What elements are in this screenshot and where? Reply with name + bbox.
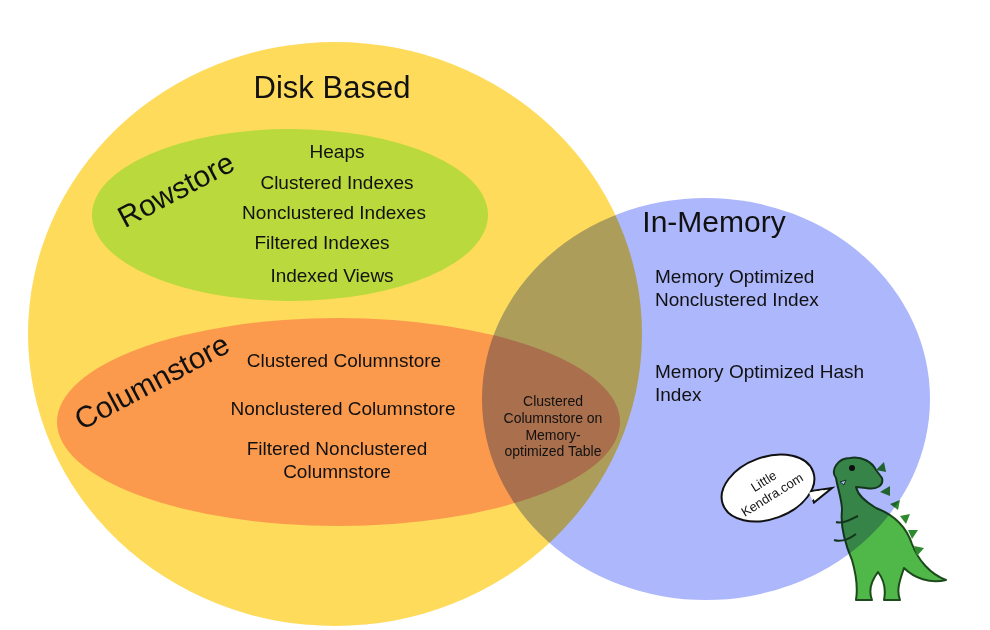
index-type-label: Nonclustered Indexes	[214, 202, 454, 225]
speech-bubble: Little Kendra.com	[718, 455, 818, 521]
index-type-label: Clustered Columnstore on Memory-optimize…	[499, 393, 607, 460]
index-type-label: Clustered Indexes	[222, 172, 452, 195]
index-type-label: Indexed Views	[217, 265, 447, 288]
index-type-label: Nonclustered Columnstore	[203, 398, 483, 421]
index-type-label: Clustered Columnstore	[214, 350, 474, 373]
index-type-label: Memory Optimized Nonclustered Index	[655, 266, 869, 312]
region-heading: In-Memory	[614, 204, 814, 240]
index-type-label: Filtered Indexes	[207, 232, 437, 255]
index-type-label: Filtered Nonclustered Columnstore	[206, 438, 468, 484]
index-type-label: Disk Based	[202, 69, 462, 106]
index-type-label: Heaps	[222, 141, 452, 164]
rowstore-ellipse: RowstoreHeapsClustered IndexesNoncluster…	[92, 129, 488, 301]
index-type-label: Memory Optimized Hash Index	[655, 361, 869, 407]
